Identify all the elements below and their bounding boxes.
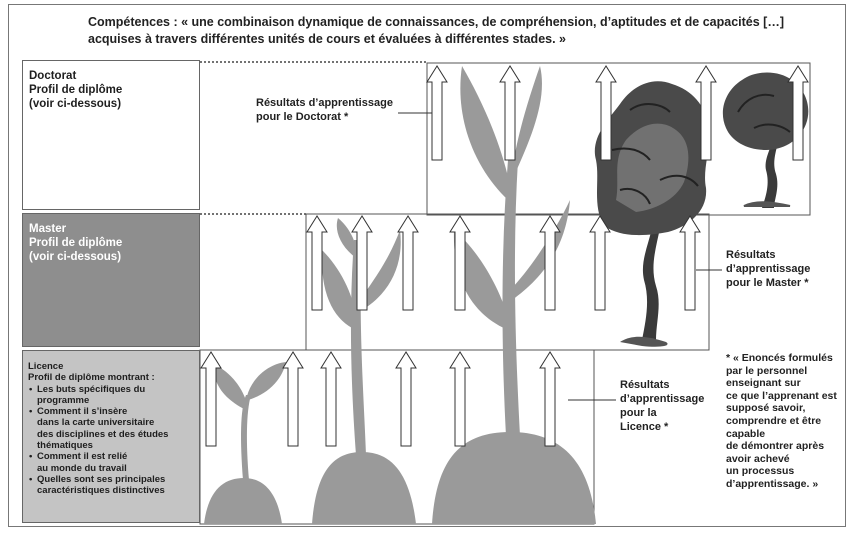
mound-large [432,432,596,524]
bullet-text: Comment il est relié [37,451,128,463]
doctorat-profile-label: Doctorat Profil de diplôme (voir ci-dess… [22,60,200,210]
master-outcomes-annotation: Résultats d’apprentissage pour le Master… [726,248,826,290]
licence-outcomes-annotation: Résultats d’apprentissage pour la Licenc… [620,378,720,434]
annotation-line: d’apprentissage [726,263,811,275]
bullet-text: caractéristiques distinctives [37,485,165,497]
up-arrow-icon [449,351,471,447]
bullet-text: Quelles sont ses principales [37,473,166,485]
tree-large-illustration [594,81,709,347]
up-arrow-icon [539,351,561,447]
annotation-line: pour la [620,407,657,419]
licence-bullet: Comment il est relié au monde du travail [29,451,194,474]
bullet-text: Les buts spécifiques du [37,383,146,395]
learning-outcomes-footnote: * « Enoncés formulés par le personnel en… [726,352,850,491]
up-arrow-icon [397,215,419,311]
licence-bullet: Comment il s’insère dans la carte univer… [29,406,194,452]
title-line-2: acquises à travers différentes unités de… [88,32,566,46]
up-arrow-icon [320,351,342,447]
licence-bullet-list: Les buts spécifiques du programme Commen… [28,384,194,497]
annotation-line: pour le Doctorat * [256,111,349,123]
up-arrow-icon [200,351,222,447]
bullet-text: des disciplines et des études [37,428,169,440]
annotation-line: Résultats [620,379,670,391]
footnote-line: comprendre et être [726,414,822,427]
mound-medium [312,452,416,524]
mound-small [204,478,282,524]
licence-line2: Profil de diplôme montrant : [28,372,155,384]
bullet-text: au monde du travail [37,462,127,474]
annotation-line: Licence * [620,421,669,433]
footnote-line: capable [726,427,766,440]
footnote-line: enseignant sur [726,377,801,390]
seedling-small-illustration [213,362,286,480]
plant-tall-illustration [453,66,570,436]
bullet-text: Comment il s’insère [37,406,128,418]
doctorat-name: Doctorat [29,70,77,82]
footnote-line: par le personnel [726,364,808,377]
annotation-line: d’apprentissage [620,393,705,405]
plant-medium-illustration [321,218,401,455]
up-arrow-icon [282,351,304,447]
master-line2: Profil de diplôme [29,237,123,249]
footnote-line: ce que l’apprenant est [726,389,837,402]
footnote-line: avoir achevé [726,452,790,465]
licence-bullet: Les buts spécifiques du programme [29,383,194,407]
annotation-line: pour le Master * [726,277,809,289]
doctorat-line3: (voir ci-dessous) [29,98,122,110]
annotation-line: Résultats d’apprentissage [256,97,393,109]
title-line-1: Compétences : « une combinaison dynamiqu… [88,15,785,29]
licence-profile-label: Licence Profil de diplôme montrant : Les… [22,350,200,523]
diagram-title: Compétences : « une combinaison dynamiqu… [88,14,788,48]
tree-small-illustration [722,72,809,208]
bullet-text: programme [37,394,90,406]
footnote-line: * « Enoncés formulés [726,352,833,364]
footnote-line: de démontrer après [726,440,825,453]
licence-name: Licence [28,361,64,372]
master-profile-label: Master Profil de diplôme (voir ci-dessou… [22,213,200,347]
bullet-text: dans la carte universitaire [37,417,155,429]
master-line3: (voir ci-dessous) [29,251,122,263]
diagram-frame [8,4,846,527]
footnote-line: supposé savoir, [726,402,806,415]
footnote-line: un processus [726,465,795,478]
master-name: Master [29,223,67,235]
doctorat-outcomes-annotation: Résultats d’apprentissage pour le Doctor… [256,96,426,124]
up-arrow-icon [589,215,611,311]
up-arrow-icon [395,351,417,447]
up-arrow-icon [679,215,701,311]
annotation-line: Résultats [726,249,776,261]
bullet-text: thématiques [37,440,93,452]
licence-bullet: Quelles sont ses principales caractérist… [29,473,194,497]
footnote-line: d’apprentissage. » [726,477,819,490]
doctorat-line2: Profil de diplôme [29,84,123,96]
